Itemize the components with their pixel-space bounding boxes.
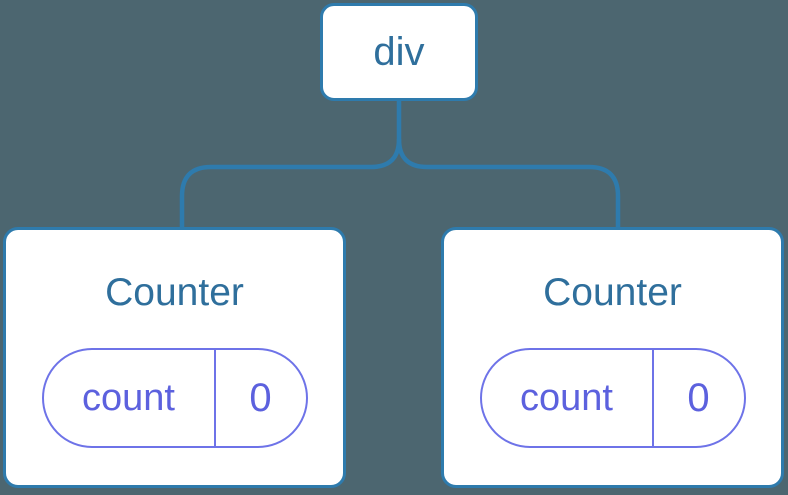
root-node-label: div bbox=[373, 30, 425, 74]
component-name: Counter bbox=[543, 271, 682, 314]
state-value: 0 bbox=[249, 375, 272, 420]
tree-node-div: div bbox=[320, 3, 478, 101]
connector-right-branch bbox=[396, 138, 621, 231]
component-name: Counter bbox=[105, 271, 244, 314]
state-pill: count 0 bbox=[479, 348, 746, 448]
connector-left-branch bbox=[179, 100, 402, 229]
state-key: count bbox=[482, 350, 654, 446]
tree-node-counter-2: Counter count 0 bbox=[441, 227, 784, 488]
state-key: count bbox=[44, 350, 216, 446]
state-pill: count 0 bbox=[41, 348, 308, 448]
tree-node-counter-1: Counter count 0 bbox=[3, 227, 346, 488]
state-value: 0 bbox=[687, 375, 710, 420]
